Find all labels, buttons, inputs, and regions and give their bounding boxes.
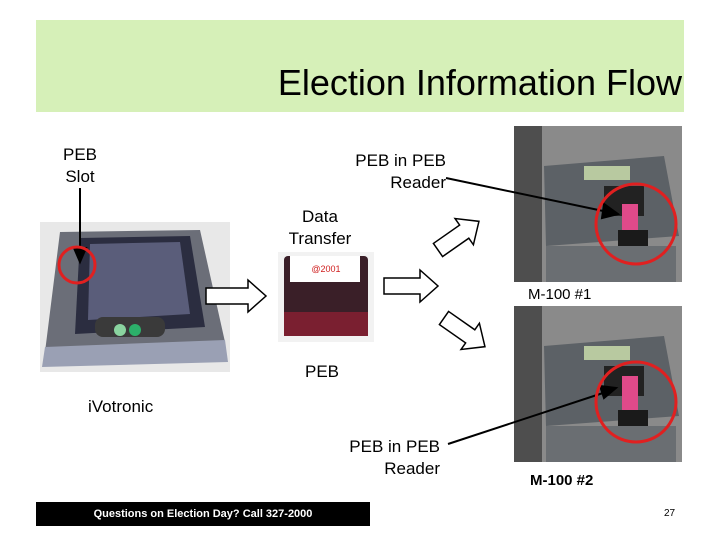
highlight-circle-icon <box>57 245 97 285</box>
flow-arrow-icon <box>205 278 268 314</box>
ivotronic-label: iVotronic <box>88 397 154 416</box>
data-transfer-line1: Data <box>302 207 338 226</box>
pointer-arrow-icon <box>447 384 619 445</box>
title-band <box>36 20 684 112</box>
flow-arrow-icon <box>432 217 480 258</box>
peb-card-text: @2001 <box>311 264 341 274</box>
pointer-arrow-icon <box>72 188 88 265</box>
peb-in-reader-bottom-line1: PEB in PEB <box>349 437 440 456</box>
m100-2-label: M-100 #2 <box>530 472 594 489</box>
peb-slot-label-line2: Slot <box>65 167 95 186</box>
m100-2-photo <box>514 306 682 462</box>
peb-in-reader-bottom-line2: Reader <box>384 459 440 478</box>
pointer-arrow-icon <box>445 177 621 220</box>
data-transfer-line2: Transfer <box>288 229 352 248</box>
peb-in-reader-top-line1: PEB in PEB <box>355 151 446 170</box>
highlight-circle-icon <box>594 182 678 266</box>
peb-in-reader-top-line2: Reader <box>390 173 446 192</box>
slide-title: Election Information Flow <box>277 62 682 103</box>
m100-1-label: M-100 #1 <box>528 286 592 303</box>
data-transfer-label: Data Transfer <box>278 206 362 250</box>
flow-arrow-icon <box>383 268 440 304</box>
footer-bar: Questions on Election Day? Call 327-2000 <box>36 502 370 526</box>
peb-in-reader-top-label: PEB in PEB Reader <box>336 150 446 194</box>
flow-arrow-icon <box>438 310 486 351</box>
peb-label: PEB <box>305 362 340 381</box>
m100-1-photo <box>514 126 682 282</box>
peb-slot-label-line1: PEB <box>62 145 98 164</box>
page-number: 27 <box>664 508 676 519</box>
peb-card-photo <box>278 252 374 342</box>
peb-slot-label: PEB Slot <box>52 144 108 188</box>
highlight-circle-icon <box>594 360 678 444</box>
peb-in-reader-bottom-label: PEB in PEB Reader <box>330 436 440 480</box>
